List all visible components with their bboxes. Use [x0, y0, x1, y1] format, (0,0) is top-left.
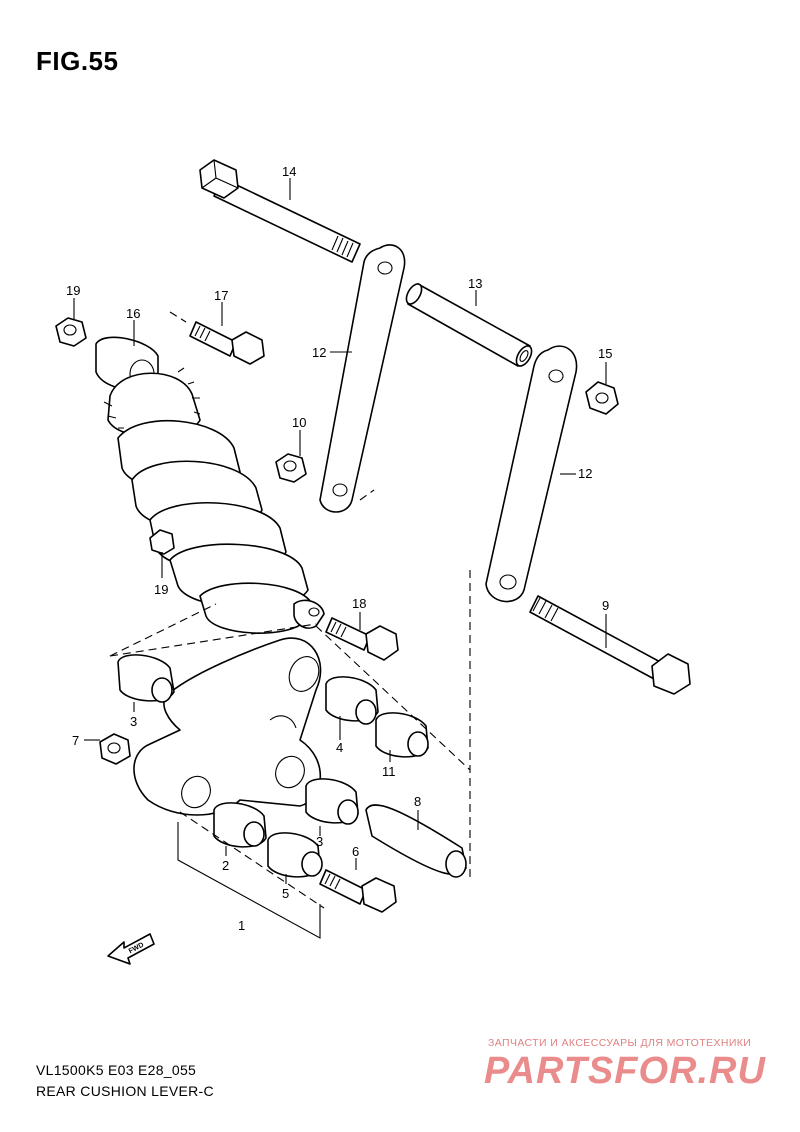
- callout-12-upper: 12: [312, 345, 326, 360]
- bolt-17: [189, 321, 265, 365]
- fwd-arrow-icon: FWD: [107, 933, 155, 965]
- diagram-caption: REAR CUSHION LEVER-C: [36, 1083, 214, 1099]
- nut-19-upper: [55, 317, 87, 347]
- callout-16: 16: [126, 306, 140, 321]
- tube-8: [365, 804, 467, 878]
- shock-absorber-16: [95, 336, 325, 634]
- callout-8: 8: [414, 794, 421, 809]
- callout-19-upper: 19: [66, 283, 80, 298]
- callout-17: 17: [214, 288, 228, 303]
- callout-9: 9: [602, 598, 609, 613]
- collar-4: [325, 676, 379, 725]
- assembly-guide-lines: [109, 311, 471, 909]
- model-code: VL1500K5 E03 E28_055: [36, 1062, 197, 1078]
- callout-1: 1: [238, 918, 245, 933]
- nut-10: [275, 453, 307, 483]
- watermark-tagline: ЗАПЧАСТИ И АКСЕССУАРЫ ДЛЯ МОТОТЕХНИКИ: [488, 1037, 752, 1049]
- callout-5: 5: [282, 886, 289, 901]
- bolt-9: [529, 595, 691, 695]
- callout-15: 15: [598, 346, 612, 361]
- link-plate-12-upper: [319, 244, 406, 513]
- spacer-11: [375, 712, 429, 758]
- callout-13: 13: [468, 276, 482, 291]
- bracket-1: [177, 822, 321, 939]
- spacer-5: [267, 832, 323, 878]
- callout-3-right: 3: [316, 834, 323, 849]
- nut-7: [99, 733, 131, 765]
- watermark-brand: PARTSFOR.RU: [484, 1050, 766, 1092]
- figure-title: FIG.55: [36, 46, 119, 76]
- callout-18: 18: [352, 596, 366, 611]
- callout-11: 11: [382, 764, 396, 779]
- link-plate-12-lower: [485, 345, 578, 603]
- nut-19-lower: [149, 529, 175, 555]
- callout-19-lower: 19: [154, 582, 168, 597]
- callout-14: 14: [282, 164, 296, 179]
- bushing-3-right: [305, 778, 359, 825]
- bolt-6: [319, 869, 397, 913]
- leader-lines: [73, 178, 607, 884]
- callout-10: 10: [292, 415, 306, 430]
- bushing-2: [213, 802, 267, 848]
- nut-15: [585, 381, 619, 415]
- bolt-18: [325, 617, 399, 661]
- bushing-3-left: [117, 654, 175, 703]
- callout-3-left: 3: [130, 714, 137, 729]
- callout-6: 6: [352, 844, 359, 859]
- callout-12-lower: 12: [578, 466, 592, 481]
- tube-13: [405, 283, 533, 367]
- callout-4: 4: [336, 740, 343, 755]
- callout-2: 2: [222, 858, 229, 873]
- bolt-14: [199, 159, 361, 263]
- callout-7: 7: [72, 733, 79, 748]
